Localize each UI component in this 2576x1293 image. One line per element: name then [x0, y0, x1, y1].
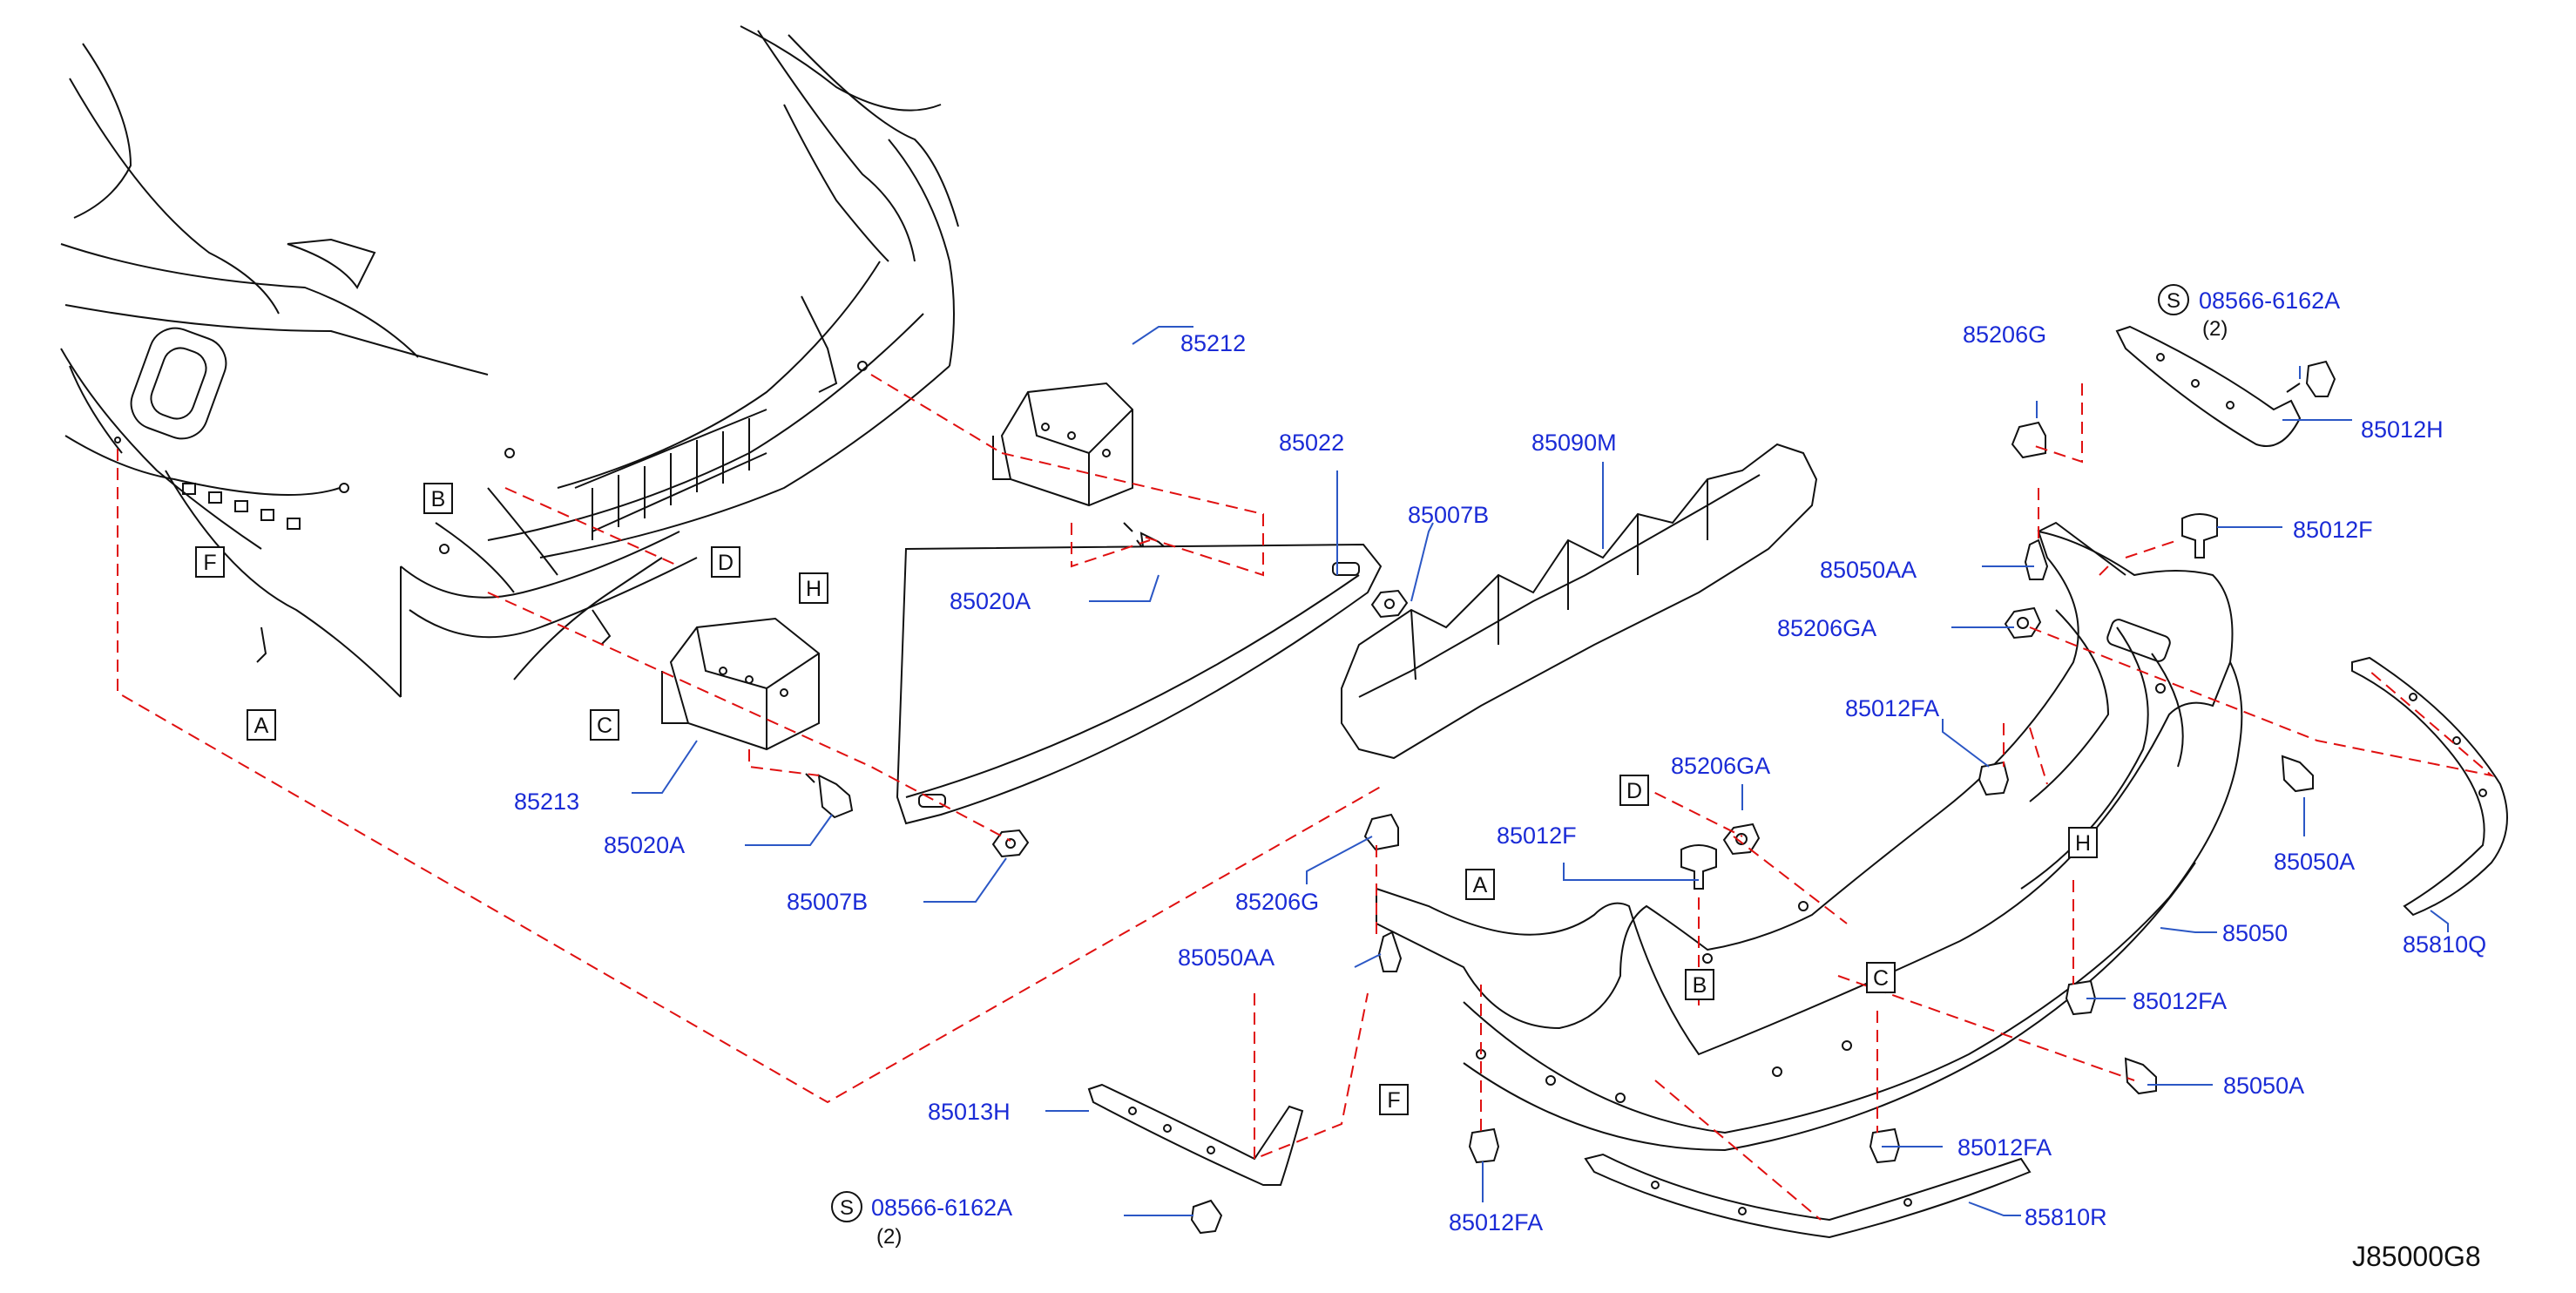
label-85012FA-right: 85012FA — [2133, 988, 2227, 1014]
label-85050A-lower: 85050A — [2223, 1073, 2304, 1099]
qty-top: (2) — [2202, 317, 2228, 341]
label-85050A-right: 85050A — [2274, 849, 2355, 875]
bracket-85012H — [2115, 325, 2302, 447]
ref-letter-D-body: D — [718, 551, 734, 575]
label-85206GA-top: 85206GA — [1777, 615, 1876, 641]
label-85020A-bottom: 85020A — [604, 832, 685, 858]
ref-box-B-bumper: B — [1685, 969, 1714, 1000]
ref-letter-F-body: F — [203, 551, 216, 575]
reference-boxes: B F D H A C D A — [195, 483, 2098, 1115]
ref-box-C-body: C — [590, 709, 619, 741]
bracket-85212 — [992, 382, 1133, 507]
ref-letter-H-body: H — [806, 577, 821, 601]
molding-85810R — [1584, 1153, 2032, 1239]
qty-bottom: (2) — [876, 1225, 902, 1249]
ref-box-D-body: D — [711, 546, 740, 578]
ref-letter-B-bumper: B — [1693, 973, 1707, 998]
label-85810R: 85810R — [2025, 1204, 2107, 1230]
molding-85810Q — [2351, 656, 2508, 917]
ref-box-H-body: H — [799, 572, 828, 604]
fasteners — [1363, 421, 2314, 1164]
bracket-85213 — [661, 617, 820, 751]
ref-letter-D-bumper: D — [1626, 779, 1642, 803]
vehicle-rear-body — [60, 25, 959, 698]
reinforcement-85022 — [896, 543, 1383, 825]
label-85012FA-bottom: 85012FA — [1449, 1209, 1543, 1235]
label-08566-top: 08566-6162A — [2199, 288, 2340, 314]
ref-box-B-body: B — [423, 483, 453, 514]
leader-lines — [632, 326, 2449, 1216]
screw-callout-bottom: S 08566-6162A (2) — [831, 1191, 1012, 1249]
ref-letter-F-bracket: F — [1387, 1088, 1400, 1113]
label-85206GA-mid: 85206GA — [1671, 753, 1770, 779]
ref-letter-C-body: C — [597, 714, 612, 738]
label-08566-bottom: 08566-6162A — [871, 1195, 1012, 1221]
label-85810Q: 85810Q — [2403, 931, 2486, 958]
label-85206G-top: 85206G — [1963, 322, 2046, 348]
clip-08566-top — [2286, 360, 2336, 397]
label-85212: 85212 — [1180, 330, 1246, 356]
ref-letter-A-body: A — [254, 714, 269, 738]
bolt-85020A-bottom — [805, 773, 854, 819]
nut-85007B-top — [1370, 589, 1409, 619]
label-85012H: 85012H — [2361, 416, 2444, 443]
part-labels: 85212 85022 85090M 85007B 85020A 85213 8… — [514, 322, 2486, 1235]
label-85012F-mid: 85012F — [1497, 823, 1577, 849]
label-85206G-left: 85206G — [1235, 889, 1319, 915]
ref-box-C-bumper: C — [1866, 962, 1896, 993]
alignment-lines — [117, 374, 2495, 1221]
label-85020A-top: 85020A — [950, 588, 1031, 614]
label-85022: 85022 — [1279, 430, 1344, 456]
clip-08566-bottom — [1190, 1199, 1223, 1235]
label-85213: 85213 — [514, 789, 579, 815]
ref-box-F-bracket: F — [1379, 1084, 1409, 1115]
label-85050AA-left: 85050AA — [1178, 944, 1274, 971]
label-85012F-right: 85012F — [2293, 517, 2373, 543]
diagram-id: J85000G8 — [2352, 1241, 2481, 1272]
label-85012FA-upper: 85012FA — [1845, 695, 1939, 721]
label-85050: 85050 — [2222, 920, 2288, 946]
ref-letter-C-bumper: C — [1873, 966, 1889, 991]
ref-box-F-body: F — [195, 546, 225, 578]
screw-callout-top: S 08566-6162A (2) — [2158, 284, 2340, 341]
s-mark-top: S — [2167, 289, 2180, 313]
label-85050AA-top: 85050AA — [1820, 557, 1917, 583]
absorber-85090M — [1341, 443, 1818, 760]
ref-letter-A-bumper: A — [1473, 873, 1488, 897]
label-85012FA-lowmid: 85012FA — [1957, 1134, 2052, 1161]
ref-box-A-body: A — [247, 709, 276, 741]
ref-box-A-bumper: A — [1465, 869, 1495, 900]
nut-85007B-bottom — [991, 829, 1030, 858]
label-85090M: 85090M — [1531, 430, 1617, 456]
ref-box-D-bumper: D — [1619, 775, 1649, 806]
label-85007B-bottom: 85007B — [787, 889, 868, 915]
label-85007B-top: 85007B — [1408, 502, 1489, 528]
bumper-fascia-85050 — [1376, 521, 2243, 1152]
bracket-85013H — [1087, 1083, 1304, 1186]
ref-letter-B-body: B — [431, 487, 446, 511]
label-85013H: 85013H — [928, 1099, 1011, 1125]
s-mark-bottom: S — [840, 1196, 854, 1220]
ref-letter-H-bumper: H — [2075, 831, 2091, 856]
ref-box-H-bumper: H — [2068, 827, 2098, 858]
